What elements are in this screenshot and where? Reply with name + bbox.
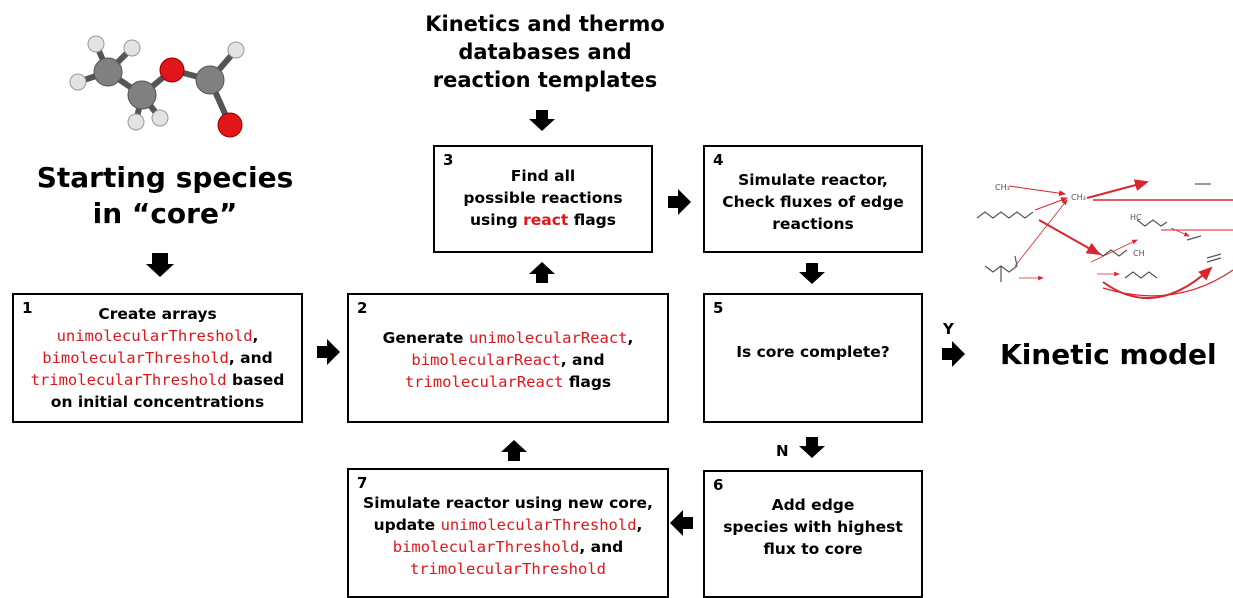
reaction-network-image: CH₃ CH₃ HC CH: [976, 179, 1233, 300]
box-7-sep-2: , and: [579, 538, 624, 556]
arrow-4-to-5: [799, 263, 825, 284]
box-1-unimolecular-threshold: unimolecularThreshold: [56, 327, 253, 345]
arrow-3-to-4: [668, 189, 691, 215]
box-1-line-1: Create arrays: [98, 305, 217, 323]
arrow-6-to-7: [670, 510, 693, 536]
box-1-line-5: on initial concentrations: [50, 393, 265, 411]
databases-title: Kinetics and thermo databases and reacti…: [395, 10, 695, 94]
arrow-2-to-3: [529, 262, 555, 283]
box-7-sep-1: ,: [636, 516, 643, 534]
arrow-1-to-2: [317, 339, 340, 365]
box-5-number: 5: [713, 299, 724, 317]
databases-line-2: databases and: [458, 40, 632, 64]
arrow-5-to-model: [942, 341, 965, 367]
box-4-number: 4: [713, 151, 724, 169]
databases-line-3: reaction templates: [432, 68, 658, 92]
box-2-bimolecular-react: bimolecularReact: [411, 351, 561, 369]
arrow-5-to-6: [799, 437, 825, 458]
box-6-number: 6: [713, 476, 724, 494]
box-7-update-thresholds: 7 Simulate reactor using new core, updat…: [347, 468, 669, 598]
box-1-trimolecular-threshold: trimolecularThreshold: [30, 371, 227, 389]
box-7-unimolecular-threshold: unimolecularThreshold: [440, 516, 637, 534]
box-7-line-1: Simulate reactor using new core,: [363, 494, 653, 512]
no-label: N: [776, 442, 789, 460]
box-7-trimolecular-threshold: trimolecularThreshold: [410, 560, 606, 578]
box-1-sep-1: ,: [252, 327, 259, 345]
starting-line-1: Starting species: [36, 161, 294, 194]
box-3-find-reactions: 3 Find all possible reactions using reac…: [433, 145, 653, 253]
box-2-sep-3: flags: [563, 373, 612, 391]
box-3-react-word: react: [523, 211, 569, 229]
box-3-number: 3: [443, 151, 454, 169]
box-7-bimolecular-threshold: bimolecularThreshold: [392, 538, 580, 556]
label-ch3-b: CH₃: [1071, 193, 1086, 202]
box-1-number: 1: [22, 299, 33, 317]
label-ch: CH: [1133, 249, 1145, 258]
label-hc: HC: [1130, 213, 1142, 222]
molecule-image: [69, 35, 245, 138]
box-1-create-arrays: 1 Create arrays unimolecularThreshold, b…: [12, 293, 303, 423]
arrow-start-down: [146, 253, 174, 277]
box-3-suffix: flags: [568, 211, 616, 229]
arrow-db-down: [529, 110, 555, 131]
box-2-prefix: Generate: [382, 329, 469, 347]
box-2-number: 2: [357, 299, 368, 317]
box-2-unimolecular-react: unimolecularReact: [468, 329, 628, 347]
arrow-7-to-2: [501, 440, 527, 461]
box-6-line-2: species with highest: [723, 518, 903, 536]
box-6-line-1: Add edge: [771, 496, 855, 514]
box-3-line-2: possible reactions: [463, 189, 623, 207]
box-3-prefix: using: [470, 211, 524, 229]
box-2-sep-2: , and: [560, 351, 605, 369]
starting-species-title: Starting species in “core”: [15, 160, 315, 232]
box-7-prefix: update: [373, 516, 441, 534]
databases-line-1: Kinetics and thermo: [425, 12, 665, 36]
box-5-is-core-complete: 5 Is core complete?: [703, 293, 923, 423]
box-2-generate-flags: 2 Generate unimolecularReact, bimolecula…: [347, 293, 669, 423]
box-7-number: 7: [357, 474, 368, 492]
starting-line-2: in “core”: [92, 197, 238, 230]
box-4-line-1: Simulate reactor,: [738, 171, 888, 189]
label-ch3-a: CH₃: [995, 183, 1010, 192]
box-2-trimolecular-react: trimolecularReact: [404, 373, 564, 391]
box-3-line-1: Find all: [510, 167, 576, 185]
box-1-sep-3: based: [226, 371, 285, 389]
box-4-line-2: Check fluxes of edge: [722, 193, 904, 211]
box-1-bimolecular-threshold: bimolecularThreshold: [42, 349, 229, 367]
box-6-line-3: flux to core: [763, 540, 863, 558]
box-5-line-1: Is core complete?: [736, 343, 890, 361]
kinetic-model-title: Kinetic model: [1000, 338, 1217, 371]
box-4-line-3: reactions: [772, 215, 854, 233]
yes-label: Y: [943, 320, 954, 338]
box-6-add-edge-species: 6 Add edge species with highest flux to …: [703, 470, 923, 598]
box-2-sep-1: ,: [627, 329, 634, 347]
box-1-sep-2: , and: [228, 349, 273, 367]
box-4-simulate-reactor: 4 Simulate reactor, Check fluxes of edge…: [703, 145, 923, 253]
